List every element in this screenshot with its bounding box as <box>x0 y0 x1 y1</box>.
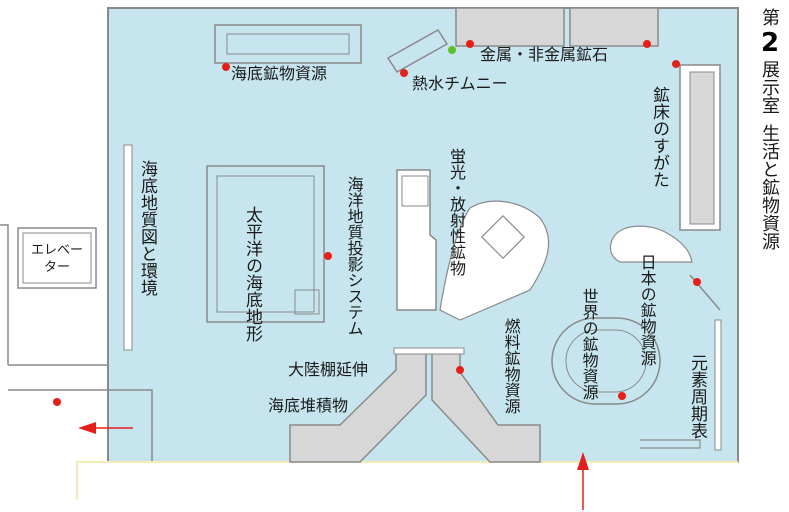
elevator-inner <box>22 232 92 284</box>
title-theme: 生活と鉱物資源 <box>759 124 780 250</box>
label-pacific-seafloor: 太平洋の海底地形 <box>241 206 262 342</box>
case-shelf-top <box>393 347 465 355</box>
marker-chimney-green[interactable] <box>448 46 456 54</box>
label-seafloor-mineral-resources: 海底鉱物資源 <box>231 64 328 83</box>
title-prefix: 第 <box>759 8 780 26</box>
marker-metal-left[interactable] <box>466 40 474 48</box>
case-fluorescent-box <box>480 214 526 260</box>
case-shelf-left <box>289 351 427 463</box>
label-ocean-geology-projection: 海洋地質投影システム <box>344 176 364 336</box>
case-seafloor-resources <box>214 24 362 64</box>
label-world-mineral-resources: 世界の鉱物資源 <box>579 288 599 400</box>
label-ore-deposit-forms: 鉱床のすがた <box>649 86 669 188</box>
case-japan-blob <box>609 225 693 263</box>
red-arrow-icon <box>78 422 133 434</box>
case-chimney <box>386 29 449 73</box>
case-projection-inner <box>401 175 429 207</box>
marker-metal-right[interactable] <box>643 40 651 48</box>
case-projection <box>396 169 437 311</box>
corridor-wall <box>0 224 153 462</box>
label-seafloor-geology-map: 海底地質図と環境 <box>137 160 157 296</box>
title-room: 展示室 <box>759 60 780 114</box>
marker-ore-deposits[interactable] <box>672 60 680 68</box>
case-seafloor-resources-inner <box>226 33 350 55</box>
label-fluorescent-radioactive: 蛍光・放射性鉱物 <box>447 148 466 276</box>
case-top-left <box>455 7 565 47</box>
case-shelf-right <box>431 351 541 463</box>
case-ore-deposits-inner <box>689 71 715 225</box>
marker-chimney[interactable] <box>400 69 408 77</box>
red-arrow-icon <box>577 452 589 510</box>
label-periodic-table: 元素周期表 <box>687 354 707 439</box>
case-pacific-box <box>294 289 320 315</box>
label-japan-mineral-resources: 日本の鉱物資源 <box>637 254 657 366</box>
label-metal-nonmetal-ores: 金属・非金属鉱石 <box>480 45 609 64</box>
title-number: 2 <box>760 28 780 58</box>
case-periodic-base <box>640 439 701 449</box>
label-elevator-text: エレベーター <box>30 243 83 275</box>
room-title: 第 2 展示室 生活と鉱物資源 <box>752 8 788 250</box>
label-hydrothermal-chimney: 熱水チムニー <box>412 74 508 93</box>
case-top-right <box>569 7 659 47</box>
marker-japan[interactable] <box>693 278 701 286</box>
case-world-outer <box>551 317 661 405</box>
label-elevator[interactable]: エレベーター <box>26 243 88 277</box>
label-seafloor-sediments: 海底堆積物 <box>268 396 349 415</box>
case-world-inner <box>565 329 647 393</box>
label-fuel-mineral-resources: 燃料鉱物資源 <box>501 318 521 414</box>
marker-pacific[interactable] <box>324 252 332 260</box>
marker-corridor[interactable] <box>53 398 61 406</box>
case-periodic <box>714 319 722 451</box>
marker-seafloor-resources[interactable] <box>222 63 230 71</box>
marker-world[interactable] <box>618 392 626 400</box>
case-pacific <box>206 165 325 323</box>
label-continental-shelf: 大陸棚延伸 <box>288 360 369 379</box>
elevator-box[interactable] <box>17 227 97 289</box>
case-seafloor-geology <box>123 144 133 351</box>
case-pacific-inner <box>216 175 315 313</box>
case-fluorescent <box>439 200 550 321</box>
marker-fuel[interactable] <box>456 366 464 374</box>
